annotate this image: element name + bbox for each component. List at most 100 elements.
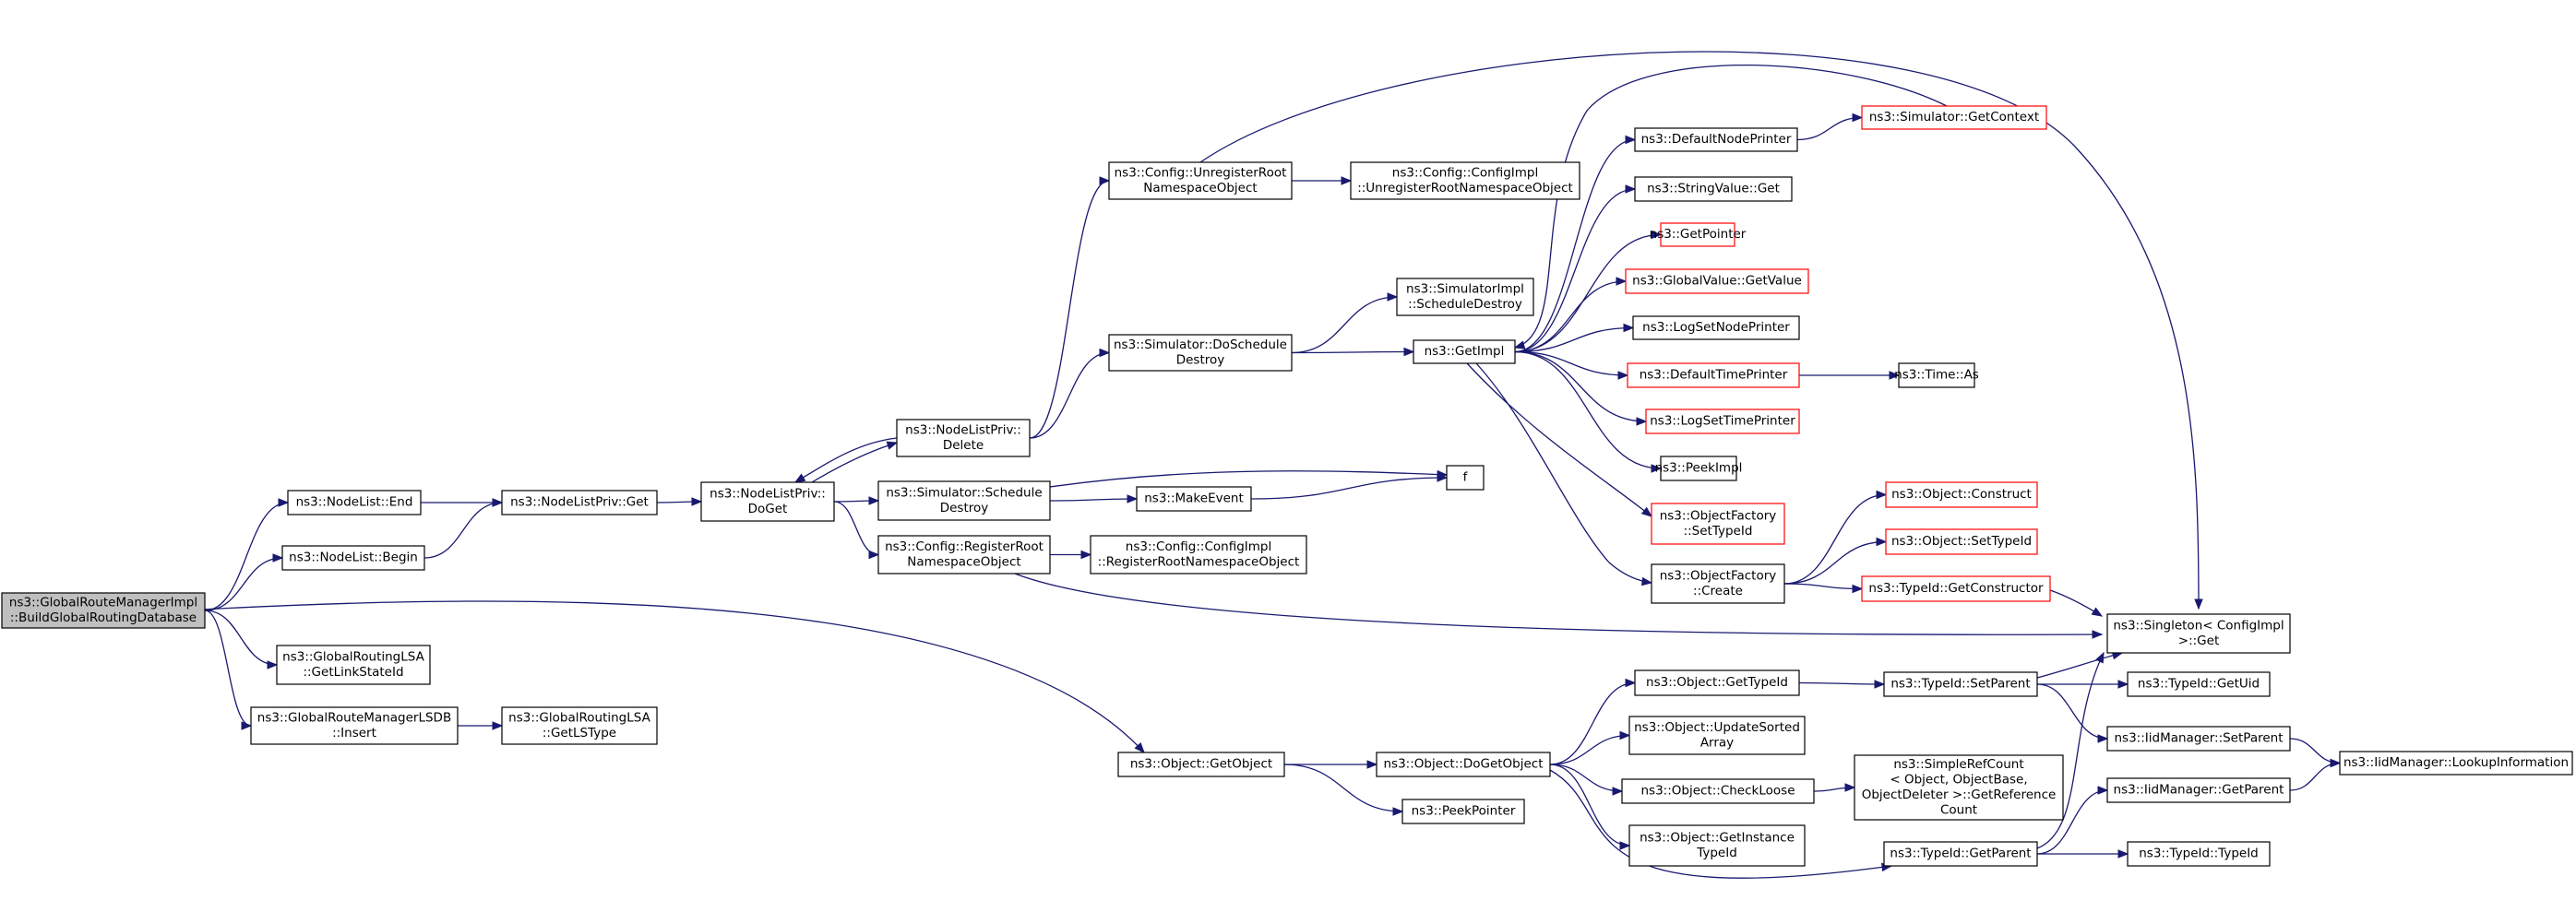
node-typeid-getparent[interactable]: ns3::TypeId::GetParent [1883, 841, 2038, 867]
node-typeid-getuid[interactable]: ns3::TypeId::GetUid [2127, 671, 2271, 697]
node-iidmanager-getparent[interactable]: ns3::IidManager::GetParent [2106, 777, 2291, 803]
node-label-line: ns3::IidManager::GetParent [2114, 783, 2284, 798]
edge-object_dogetobject-to-object_updatesorted [1549, 730, 1631, 765]
arrowhead [1616, 277, 1628, 286]
node-label-line: TypeId [1696, 846, 1737, 860]
node-label-line: Array [1700, 735, 1734, 750]
node-logsettimeprinter[interactable]: ns3::LogSetTimePrinter [1645, 409, 1800, 434]
node-cfgimpl-unregisterroot[interactable]: ns3::Config::ConfigImpl::UnregisterRootN… [1350, 161, 1580, 200]
node-label-line: ns3::Object::SetTypeId [1891, 534, 2032, 549]
node-sim-getcontext[interactable]: ns3::Simulator::GetContext [1861, 105, 2047, 130]
arrowhead [868, 550, 880, 560]
arrowhead [1876, 490, 1888, 500]
node-iidmanager-setparent[interactable]: ns3::IidManager::SetParent [2106, 726, 2291, 752]
node-objfactory-create[interactable]: ns3::ObjectFactory::Create [1651, 563, 1785, 604]
edge-typeid_getparent-to-typeid_typeid [2037, 849, 2129, 859]
node-typeid-getconstructor[interactable]: ns3::TypeId::GetConstructor [1861, 575, 2051, 602]
arrowhead [278, 498, 290, 507]
edge-root-to-nl_end [204, 498, 290, 611]
node-iidmanager-lookupinfo[interactable]: ns3::IidManager::LookupInformation [2339, 751, 2573, 776]
node-getimpl[interactable]: ns3::GetImpl [1413, 339, 1516, 364]
node-time-as[interactable]: ns3::Time::As [1894, 362, 1979, 388]
node-label-line: ns3::GetImpl [1425, 344, 1505, 359]
node-label-line: ns3::TypeId::TypeId [2139, 847, 2259, 861]
node-nlp-get[interactable]: ns3::NodeListPriv::Get [501, 490, 658, 515]
node-nlp-doget[interactable]: ns3::NodeListPriv::DoGet [700, 481, 835, 522]
node-cfg-registerroot[interactable]: ns3::Config::RegisterRootNamespaceObject [877, 535, 1051, 574]
node-defaulttimeprinter[interactable]: ns3::DefaultTimePrinter [1627, 362, 1800, 388]
node-nl-begin[interactable]: ns3::NodeList::Begin [281, 545, 425, 571]
node-object-checkloose[interactable]: ns3::Object::CheckLoose [1621, 778, 1815, 804]
node-simimpl-scheduledestroy[interactable]: ns3::SimulatorImpl::ScheduleDestroy [1396, 278, 1534, 316]
edge-object_dogetobject-to-object_getinstancetypeid [1549, 764, 1631, 850]
node-nl-end[interactable]: ns3::NodeList::End [287, 490, 422, 515]
arrowhead [1387, 292, 1399, 302]
node-box [1854, 754, 2064, 821]
node-label-line: ns3::ObjectFactory [1660, 568, 1777, 583]
node-typeid-typeid[interactable]: ns3::TypeId::TypeId [2127, 841, 2271, 867]
node-stringvalue-get[interactable]: ns3::StringValue::Get [1634, 176, 1793, 202]
node-box [1660, 456, 1737, 481]
arrowhead [1651, 230, 1663, 240]
node-label-line: < Object, ObjectBase, [1890, 772, 2027, 787]
node-box [2106, 726, 2291, 752]
node-box [1634, 176, 1793, 202]
node-sim-scheduledestroy[interactable]: ns3::Simulator::ScheduleDestroy [877, 480, 1051, 521]
node-box [1885, 481, 2038, 508]
arrowhead [2117, 849, 2129, 859]
edge-nlp_doget-to-cfg_registerroot [833, 501, 880, 560]
arrowhead [1874, 680, 1886, 689]
node-object-dogetobject[interactable]: ns3::Object::DoGetObject [1376, 752, 1551, 777]
node-label-line: ns3::Object::GetObject [1130, 757, 1272, 772]
node-singleton-get[interactable]: ns3::Singleton< ConfigImpl >::Get [2106, 613, 2291, 654]
node-peekpointer[interactable]: ns3::PeekPointer [1401, 799, 1525, 824]
edge-getimpl-to-defaultnodeprinter [1514, 135, 1637, 353]
node-object-settypeid[interactable]: ns3::Object::SetTypeId [1885, 528, 2038, 555]
node-makeevent[interactable]: ns3::MakeEvent [1136, 486, 1252, 512]
node-label-line: ns3::NodeListPriv:: [710, 486, 826, 501]
node-globalvalue-getvalue[interactable]: ns3::GlobalValue::GetValue [1625, 268, 1809, 294]
node-box [1645, 409, 1800, 434]
node-peekimpl[interactable]: ns3::PeekImpl [1655, 456, 1743, 481]
node-label-line: ns3::GlobalRouteManagerLSDB [257, 710, 451, 725]
edge-nlp_delete-to-sim_doscheduledestroy [1029, 348, 1111, 439]
edge-sim_doscheduledestroy-to-getimpl [1291, 347, 1415, 357]
node-lsdb-insert[interactable]: ns3::GlobalRouteManagerLSDB::Insert [250, 706, 459, 745]
node-label-line: ::GetLSType [543, 726, 616, 740]
node-cfgimpl-registerroot[interactable]: ns3::Config::ConfigImpl::RegisterRootNam… [1090, 535, 1307, 574]
arrowhead [1080, 550, 1092, 560]
node-lsa-getlstype[interactable]: ns3::GlobalRoutingLSA::GetLSType [501, 706, 658, 745]
node-label-line: ns3::GlobalValue::GetValue [1632, 274, 1802, 289]
node-box [1090, 535, 1307, 574]
node-root[interactable]: ns3::GlobalRouteManagerImpl::BuildGlobal… [1, 592, 206, 629]
node-simplerefcount[interactable]: ns3::SimpleRefCount< Object, ObjectBase,… [1854, 754, 2064, 821]
node-lsa-getlinkstateid[interactable]: ns3::GlobalRoutingLSA::GetLinkStateId [276, 645, 431, 685]
node-typeid-setparent[interactable]: ns3::TypeId::SetParent [1883, 671, 2038, 697]
node-box [2127, 671, 2271, 697]
node-getpointer[interactable]: ns3::GetPointer [1650, 222, 1747, 247]
node-logsetnodeprinter[interactable]: ns3::LogSetNodePrinter [1632, 315, 1800, 340]
edge-object_dogetobject-to-object_gettypeid [1549, 678, 1637, 765]
node-object-getobject[interactable]: ns3::Object::GetObject [1117, 752, 1285, 777]
arrowhead [267, 660, 279, 669]
node-cfg-unregisterroot[interactable]: ns3::Config::UnregisterRootNamespaceObje… [1108, 161, 1293, 200]
node-label-line: ::GetLinkStateId [303, 665, 403, 680]
node-label-line: ns3::IidManager::LookupInformation [2343, 755, 2569, 770]
edge-root-to-lsa_getlinkstateid [204, 610, 279, 669]
arrowhead [492, 498, 504, 507]
node-box [2106, 777, 2291, 803]
node-nlp-delete[interactable]: ns3::NodeListPriv::Delete [896, 419, 1031, 457]
node-object-construct[interactable]: ns3::Object::Construct [1885, 481, 2038, 508]
node-box [501, 706, 658, 745]
node-box [1136, 486, 1252, 512]
arrowhead [1513, 340, 1526, 349]
node-f[interactable]: f [1446, 465, 1485, 491]
node-object-gettypeid[interactable]: ns3::Object::GetTypeId [1634, 669, 1800, 696]
node-objfactory-settypeid[interactable]: ns3::ObjectFactory::SetTypeId [1651, 503, 1785, 545]
node-defaultnodeprinter[interactable]: ns3::DefaultNodePrinter [1634, 127, 1798, 152]
edge-object_checkloose-to-simplerefcount [1813, 783, 1856, 792]
edge-cfg_unregisterroot-to-cfgimpl_unregisterroot [1292, 176, 1353, 185]
